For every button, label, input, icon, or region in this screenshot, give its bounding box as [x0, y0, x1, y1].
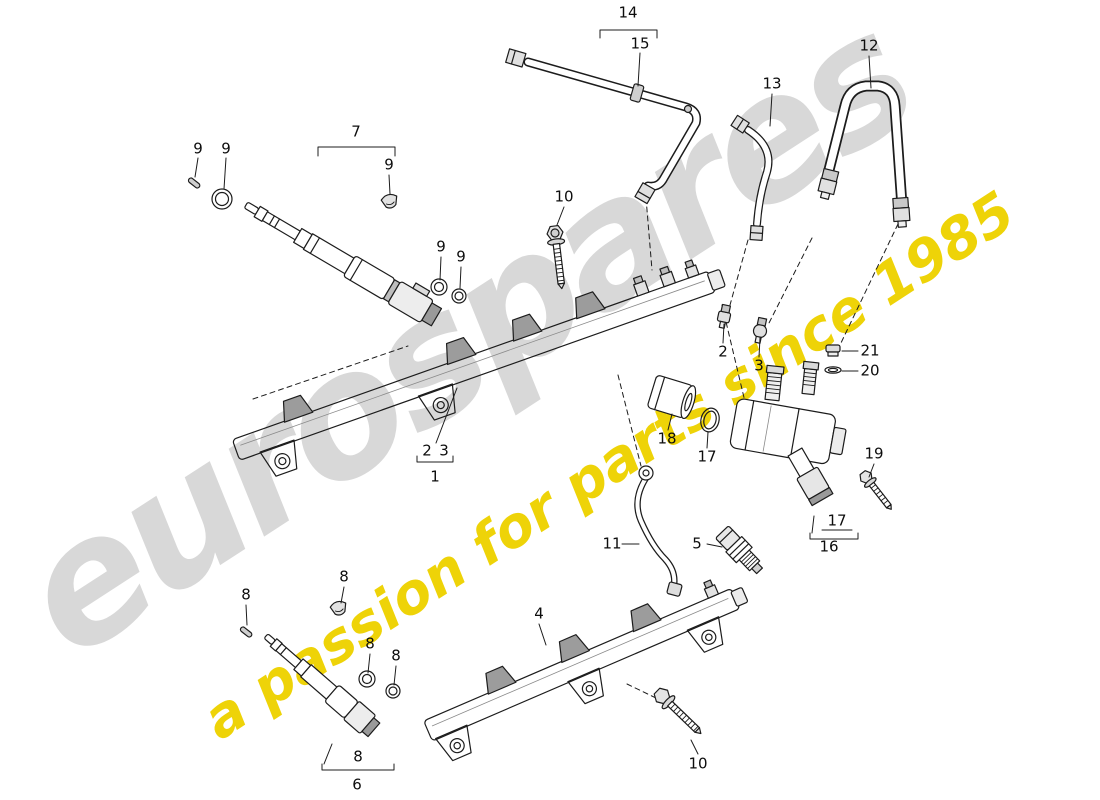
part-label-9: 9	[436, 237, 446, 256]
part-label-8: 8	[353, 747, 363, 766]
part-label-14: 14	[618, 3, 638, 22]
hose-12	[817, 80, 911, 228]
bolt-10-upper	[546, 224, 566, 290]
pin-9	[187, 177, 201, 189]
part-label-9: 9	[456, 247, 466, 266]
part-label-10: 10	[554, 187, 574, 206]
part-label-8: 8	[365, 634, 375, 653]
o-ring-9-a	[211, 188, 233, 210]
o-ring-9-b	[451, 288, 467, 304]
damper-18	[647, 375, 697, 420]
fuel-rail-lower	[424, 579, 749, 762]
sensor-5	[715, 525, 763, 575]
part-label-20: 20	[860, 361, 880, 380]
washer-9	[430, 278, 448, 296]
pipe-clamp-15	[629, 83, 645, 103]
bolt-19	[859, 470, 892, 510]
part-label-11: 11	[602, 534, 622, 553]
construction-lines	[252, 197, 899, 699]
part-label-17: 17	[827, 511, 847, 530]
bolt-10-lower	[653, 687, 702, 735]
part-label-21: 21	[860, 341, 880, 360]
part-label-4: 4	[534, 604, 544, 623]
part-label-3: 3	[754, 356, 764, 375]
part-label-13: 13	[762, 74, 782, 93]
clip-9	[380, 193, 398, 209]
pin-8	[239, 626, 253, 638]
hose-13	[730, 114, 773, 241]
part-label-16: 16	[819, 537, 839, 556]
part-label-8: 8	[339, 567, 349, 586]
plug-21	[825, 344, 841, 357]
part-label-9: 9	[384, 155, 394, 174]
washer-8	[358, 670, 376, 688]
seal-ring-20	[824, 366, 842, 374]
part-label-9: 9	[221, 139, 231, 158]
o-ring-17-upper	[700, 407, 720, 433]
part-label-7: 7	[351, 122, 361, 141]
part-label-12: 12	[859, 36, 879, 55]
plug-3	[752, 316, 768, 344]
part-label-8: 8	[241, 585, 251, 604]
injector-6	[264, 633, 381, 738]
part-label-6: 6	[352, 775, 362, 794]
part-label-17: 17	[697, 447, 717, 466]
part-label-2: 2	[422, 441, 432, 460]
part-label-2: 2	[718, 342, 728, 361]
clip-8	[329, 600, 347, 616]
part-label-1: 1	[430, 467, 440, 486]
pipe-14	[505, 48, 701, 205]
pipe-11	[634, 465, 683, 597]
leader-lines	[194, 29, 875, 771]
part-label-18: 18	[657, 429, 677, 448]
injector-7	[244, 202, 443, 327]
fuel-rail-upper	[232, 259, 726, 477]
part-label-15: 15	[630, 34, 650, 53]
part-label-19: 19	[864, 444, 884, 463]
part-label-5: 5	[692, 534, 702, 553]
part-label-8: 8	[391, 646, 401, 665]
part-label-10: 10	[688, 754, 708, 773]
part-label-9: 9	[193, 139, 203, 158]
pressure-regulator-16	[729, 360, 847, 507]
part-label-3: 3	[439, 441, 449, 460]
o-ring-8	[385, 683, 401, 699]
